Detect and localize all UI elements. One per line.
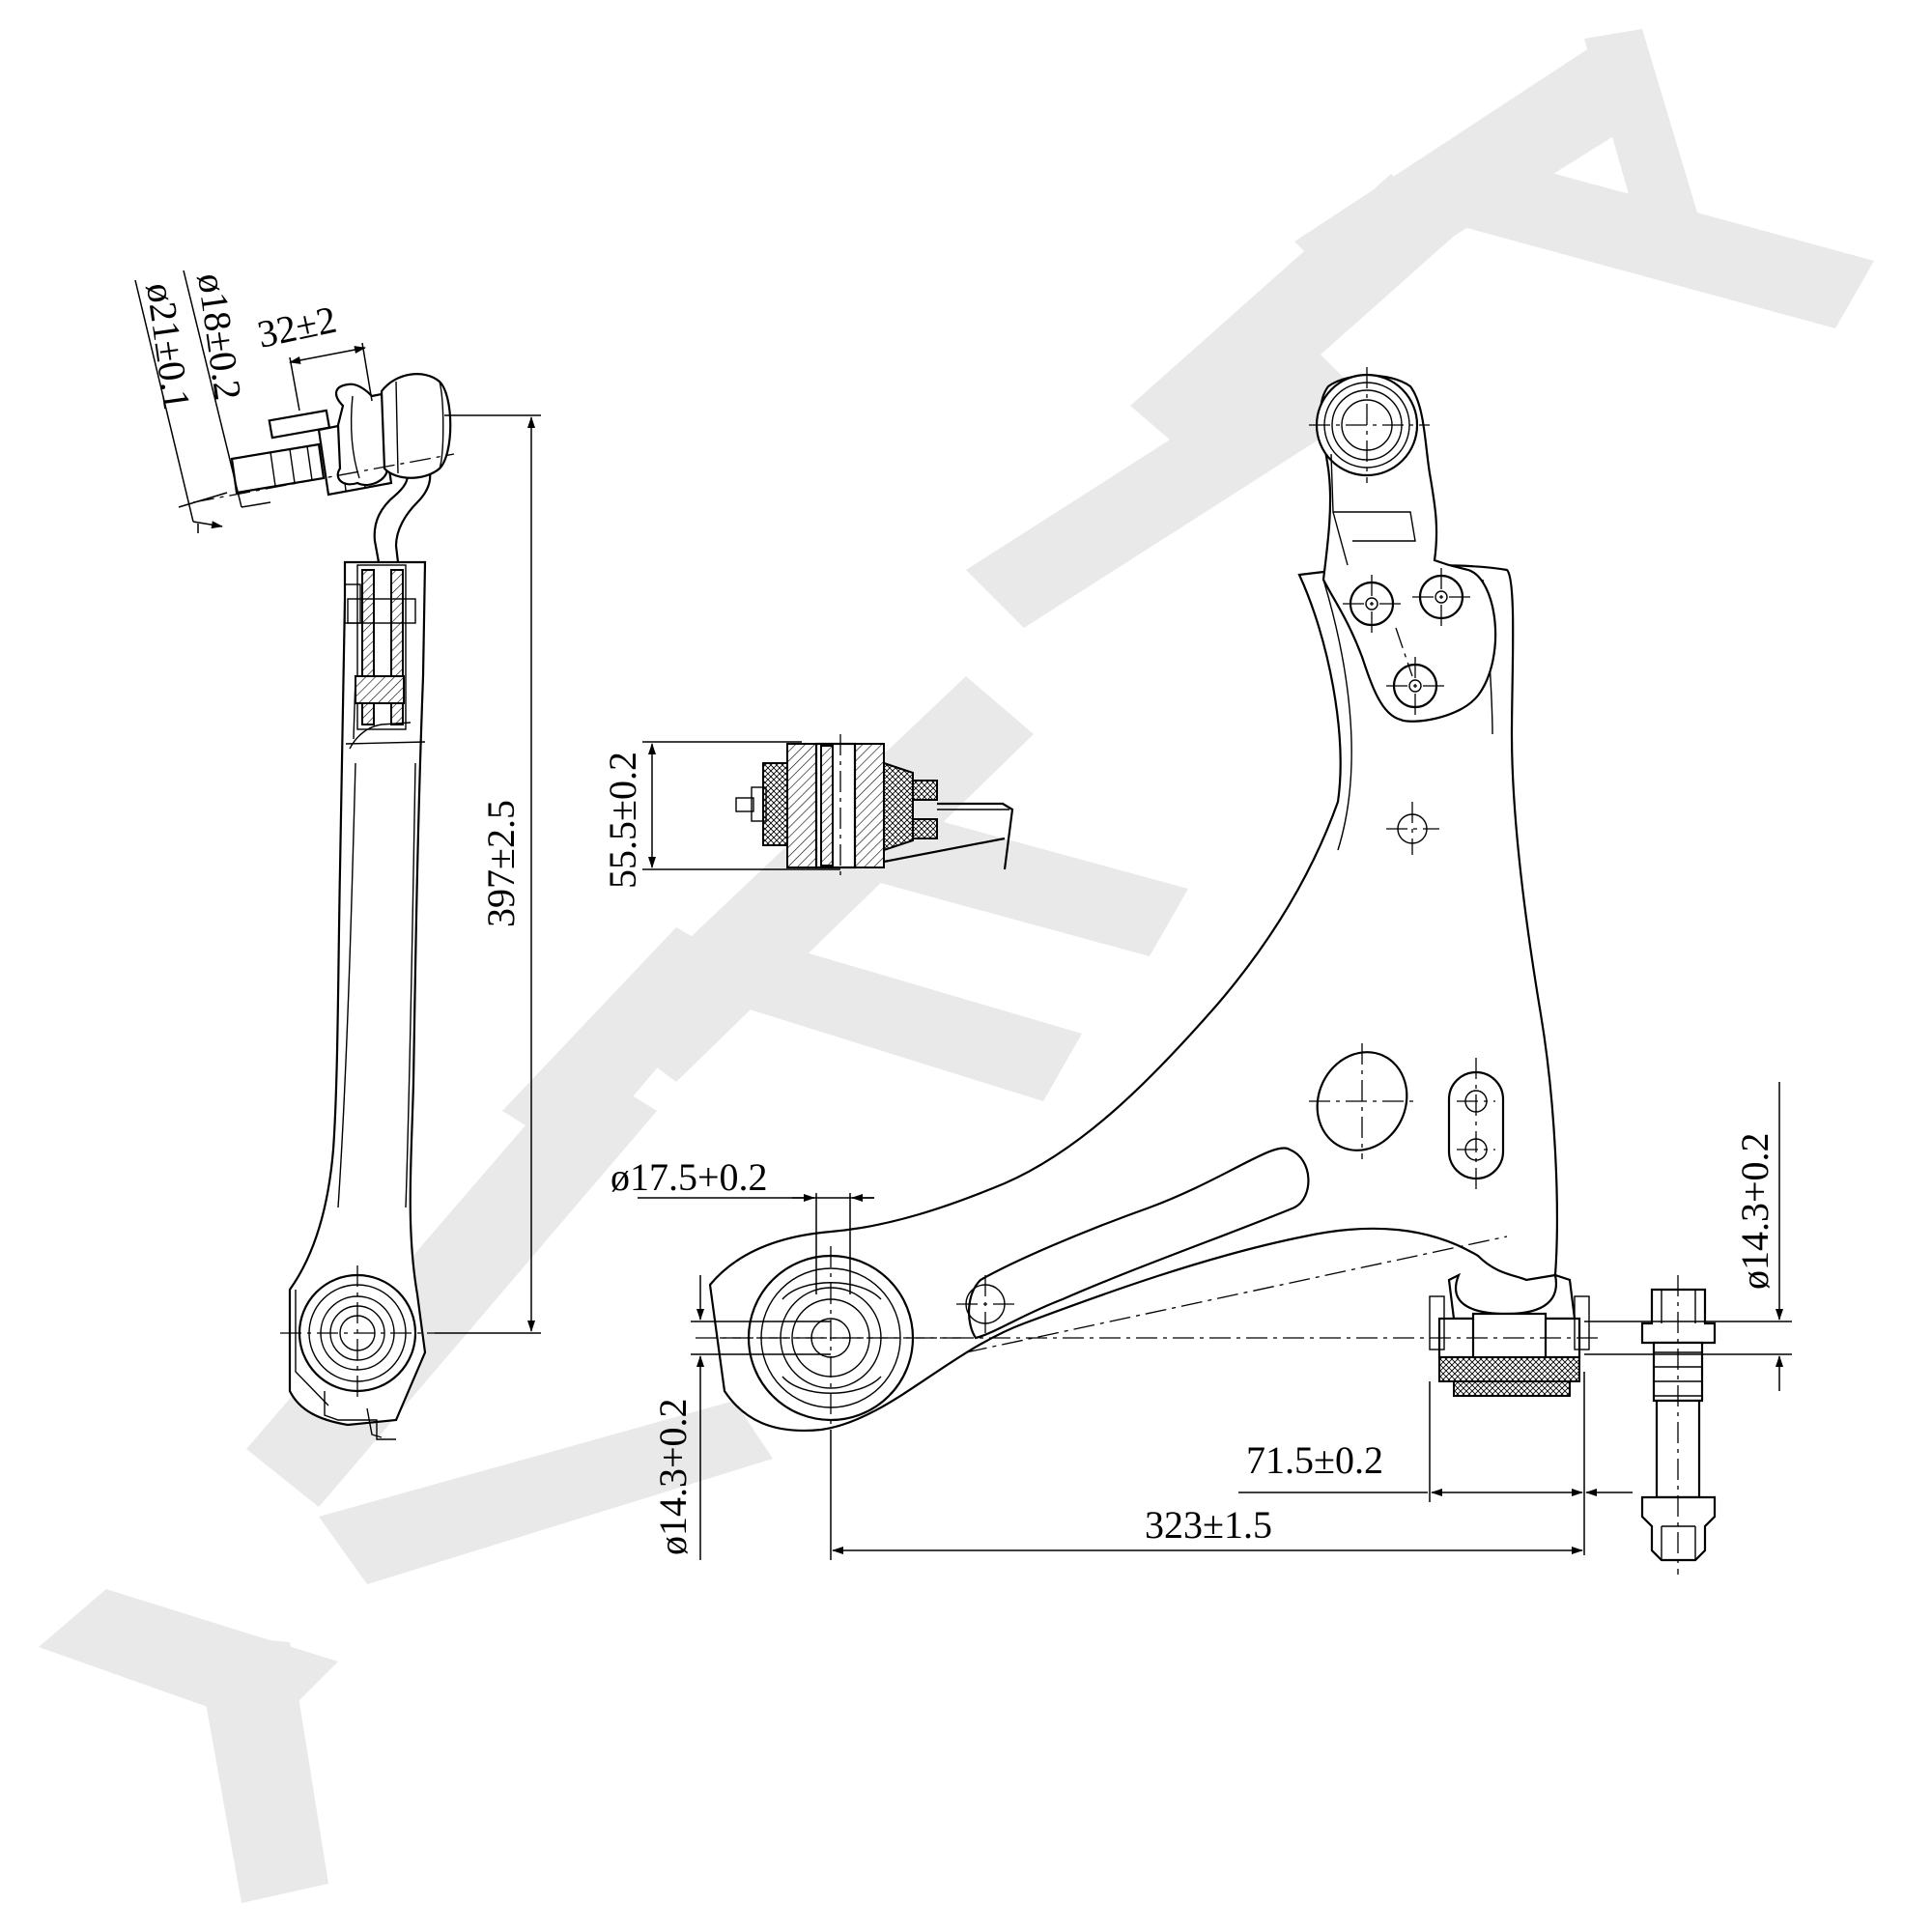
dim-71-5: 71.5±0.2 bbox=[1246, 1438, 1383, 1482]
dim-397: 397±2.5 bbox=[479, 800, 523, 927]
dim-d14-3-left: ø14.3+0.2 bbox=[651, 1398, 695, 1555]
bushing-section bbox=[642, 734, 1014, 879]
dim-323: 323±1.5 bbox=[1145, 1503, 1272, 1547]
dim-d21: ø21±0.1 bbox=[138, 280, 199, 412]
dim-d14-3-right: ø14.3+0.2 bbox=[1733, 1132, 1776, 1290]
top-view-dimensions bbox=[638, 1082, 1792, 1560]
dim-bushing-height: 55.5±0.2 bbox=[601, 752, 644, 889]
dim-d17-5: ø17.5+0.2 bbox=[611, 1155, 768, 1199]
dim-32: 32±2 bbox=[254, 298, 341, 356]
top-view bbox=[696, 367, 1717, 1575]
side-view bbox=[192, 373, 455, 1440]
dim-d18: ø18±0.2 bbox=[189, 270, 250, 403]
dimension-labels: ø21±0.1 ø18±0.2 32±2 397±2.5 55.5±0.2 ø1… bbox=[138, 270, 1776, 1555]
side-view-dimensions bbox=[134, 270, 541, 1334]
